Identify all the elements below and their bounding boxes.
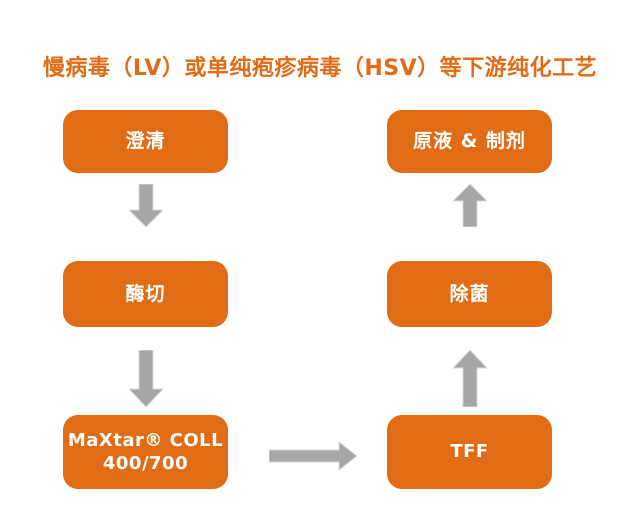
- arrow-down-icon: [129, 350, 163, 407]
- flow-node-bulk-formulation-label: 原液 & 制剂: [413, 130, 526, 153]
- flow-node-maxtar-coll: MaXtar® COLL 400/700: [63, 415, 228, 489]
- arrow-right-icon: [269, 442, 357, 470]
- flow-node-enzyme-digestion-label: 酶切: [125, 282, 166, 305]
- flow-node-clarification-label: 澄清: [125, 130, 166, 153]
- arrow-up-icon: [453, 350, 487, 407]
- page-title: 慢病毒（LV）或单纯疱疹病毒（HSV）等下游纯化工艺: [42, 56, 598, 81]
- flow-node-maxtar-coll-label-line1: MaXtar® COLL: [67, 429, 224, 451]
- flow-node-bulk-formulation: 原液 & 制剂: [387, 110, 552, 173]
- flow-node-sterile-filtration-label: 除菌: [449, 282, 490, 305]
- flow-node-maxtar-coll-label-line2: 400/700: [102, 453, 189, 474]
- flow-node-tff: TFF: [387, 415, 552, 489]
- arrow-up-icon: [453, 184, 487, 227]
- flow-node-clarification: 澄清: [63, 110, 228, 173]
- flow-node-enzyme-digestion: 酶切: [63, 261, 228, 327]
- flow-node-sterile-filtration: 除菌: [387, 261, 552, 327]
- arrow-down-icon: [129, 184, 163, 227]
- flow-node-tff-label: TFF: [450, 441, 489, 463]
